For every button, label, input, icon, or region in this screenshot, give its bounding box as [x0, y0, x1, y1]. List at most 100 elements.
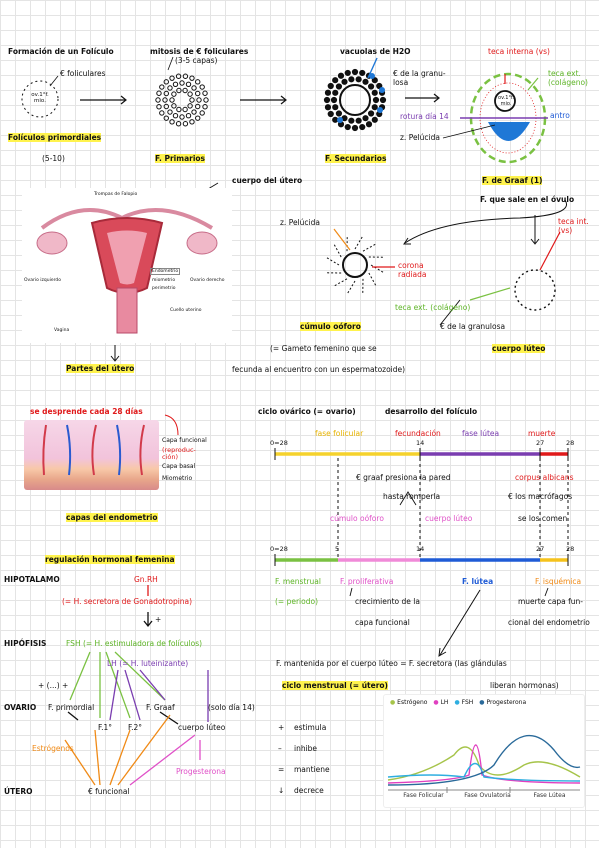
ovary-label: OVARIO — [4, 703, 37, 712]
perimetrium-img-label: perimetrio — [152, 286, 176, 291]
estrogens-label: Estrógenos — [32, 744, 74, 753]
chart-legend-item: ● Estrógeno — [390, 699, 428, 706]
tick-5: 5 — [335, 545, 340, 553]
cumulus-label-2: cúmulo oóforo — [330, 514, 384, 523]
mitosis-label: mitosis de € foliculares — [150, 47, 249, 56]
legend-plus-symbol: + — [278, 723, 285, 732]
legend-down-symbol: ↓ — [278, 786, 285, 795]
tick-0-28-b: 0=28 — [270, 545, 288, 553]
pituitary-label: HIPÓFISIS — [4, 639, 47, 648]
hormone-levels-chart: ● Estrógeno ● LH ● FSH ● Progesterona Fase … — [383, 694, 585, 808]
primary-follicle-drawing — [155, 73, 209, 127]
follicle-development-label: desarrollo del folículo — [385, 407, 478, 416]
fsh-curve — [387, 762, 581, 782]
endometrium-layers-label: capas del endometrio — [66, 513, 158, 522]
chart-legend-item: ● LH — [433, 699, 449, 706]
functional-layer-label: Capa funcional — [162, 437, 207, 444]
primordial-follicle-label: F. primordial — [48, 703, 95, 712]
secondary-follicle-drawing — [323, 68, 387, 132]
legend-inhibits: inhibe — [294, 744, 318, 753]
tick-27-b: 27 — [536, 545, 545, 553]
tick-14-b: 14 — [416, 545, 425, 553]
shed-every-28-label: se desprende cada 28 días — [30, 407, 143, 416]
legend-stimulates: estimula — [294, 723, 327, 732]
uterus-diagram: Trompas de Falopio Endometrio miometrio … — [22, 188, 232, 343]
tick-28: 28 — [566, 439, 575, 447]
ovarian-cycle-label: ciclo ovárico (= ovario) — [258, 407, 356, 416]
ischemic-phase-label: F. isquémica — [535, 577, 582, 586]
granulosa-label: € de la granu- losa — [393, 69, 446, 87]
granulosa-label-2: € de la granulosa — [440, 322, 506, 331]
fallopian-label: Trompas de Falopio — [94, 192, 138, 197]
fsh-label: FSH (= H. estimuladora de folículos) — [66, 639, 203, 648]
basal-layer-label: Capa basal — [162, 463, 196, 470]
functional-layer-label-2: capa funcional — [355, 618, 410, 627]
endometrium-img-label: Endometrio — [150, 268, 181, 276]
release-hormones-label: liberan hormonas) — [490, 681, 559, 690]
count-label: (5-10) — [42, 154, 65, 163]
f2-label: F.2° — [128, 723, 143, 732]
regulation-arrows — [64, 585, 209, 786]
graaf-presses-label: € graaf presiona la pared — [356, 473, 451, 482]
legend-decreases: decrece — [294, 786, 324, 795]
legend-maintains: mantiene — [294, 765, 330, 774]
primary-follicles-label: F. Primarios — [155, 154, 206, 163]
legend-minus-symbol: – — [278, 744, 282, 753]
graafian-follicle-drawing — [460, 72, 548, 164]
theca-externa-label-2: teca ext. (colágeno) — [395, 303, 471, 312]
fertilization-label: fecundación — [395, 429, 441, 438]
luteal-phase-label-2: F. lútea — [462, 577, 494, 586]
progesterone-label: Progesterona — [176, 767, 226, 776]
chart-legend-item: ● Progesterona — [479, 699, 527, 706]
luteal-phase-label: fase lútea — [462, 429, 500, 438]
maintained-phase-note: F. mantenida por el cuerpo lúteo = F. se… — [276, 659, 507, 668]
ovocyte-label: ov.1°f. mio. — [31, 92, 49, 105]
graaf-follicle-label: F. de Graaf (1) — [482, 176, 543, 185]
menstrual-cycle-timeline — [274, 554, 569, 566]
secondary-follicles-label: F. Secundarios — [325, 154, 387, 163]
death-label: muerte — [528, 429, 556, 438]
vacuoles-label: vacuolas de H2O — [340, 47, 411, 56]
chart-legend-item: ● FSH — [454, 699, 474, 706]
follicular-cells-label: € foliculares — [60, 69, 106, 78]
reproduction-label: (reproduc- ción) — [162, 446, 196, 462]
antrum-label: antro — [550, 111, 570, 120]
tick-28-b: 28 — [566, 545, 575, 553]
corona-radiata-drawing — [325, 235, 385, 295]
corpus-luteum-label: cuerpo lúteo — [492, 344, 546, 353]
eat-them-label: se los comen — [518, 514, 568, 523]
follicle-releases-ovum-label: F. que sale en el óvulo — [480, 195, 575, 204]
plus-dots: + (...) + — [38, 681, 69, 690]
gamete-note: (= Gameto femenino que se — [270, 344, 377, 353]
hormonal-regulation-label: regulación hormonal femenina — [45, 555, 175, 564]
macrophages-label: € los macrófagos — [508, 492, 573, 501]
primordial-follicles-label: Folículos primordiales — [8, 133, 102, 142]
corpus-luteum-label-2: cuerpo lúteo — [425, 514, 473, 523]
cumulus-oophorus-label: cúmulo oóforo — [300, 322, 361, 331]
corpus-luteum-label-3: cuerpo lúteo — [178, 723, 226, 732]
plus-sign: + — [155, 615, 162, 624]
tick-27: 27 — [536, 439, 545, 447]
primordial-follicle-drawing — [21, 80, 59, 118]
zona-pellucida-label-2: z. Pelúcida — [280, 218, 320, 227]
growth-label: crecimiento de la — [355, 597, 420, 606]
menstrual-phase-label: F. menstrual — [275, 577, 321, 586]
follicle-formation-title: Formación de un Folículo — [8, 47, 114, 56]
uterus-parts-label: Partes del útero — [66, 364, 135, 373]
theca-interna-label-2: teca int. (vs) — [558, 217, 589, 235]
endometrium-layers-image — [24, 420, 159, 490]
functional-cell-label: € funcional — [88, 787, 130, 796]
endometrium-function-label: cional del endometrio — [508, 618, 590, 627]
rupture-day-label: rotura día 14 — [400, 112, 449, 121]
graaf-follicle-label-2: F. Graaf — [146, 703, 175, 712]
tick-0-28: 0=28 — [270, 439, 288, 447]
uterus-label: ÚTERO — [4, 787, 33, 796]
legend-equals-symbol: = — [278, 765, 285, 774]
myometrium-img-label: miometrio — [152, 278, 176, 283]
tick-14: 14 — [416, 439, 425, 447]
proliferative-phase-label: F. proliferativa — [340, 577, 394, 586]
chart-phase-label: Fase Ovulatoria — [464, 792, 511, 799]
until-breaks-label: hasta romperla — [383, 492, 441, 501]
theca-externa-label: teca ext. (colágeno) — [548, 69, 588, 87]
left-ovary-label: Ovario izquierdo — [24, 278, 61, 283]
